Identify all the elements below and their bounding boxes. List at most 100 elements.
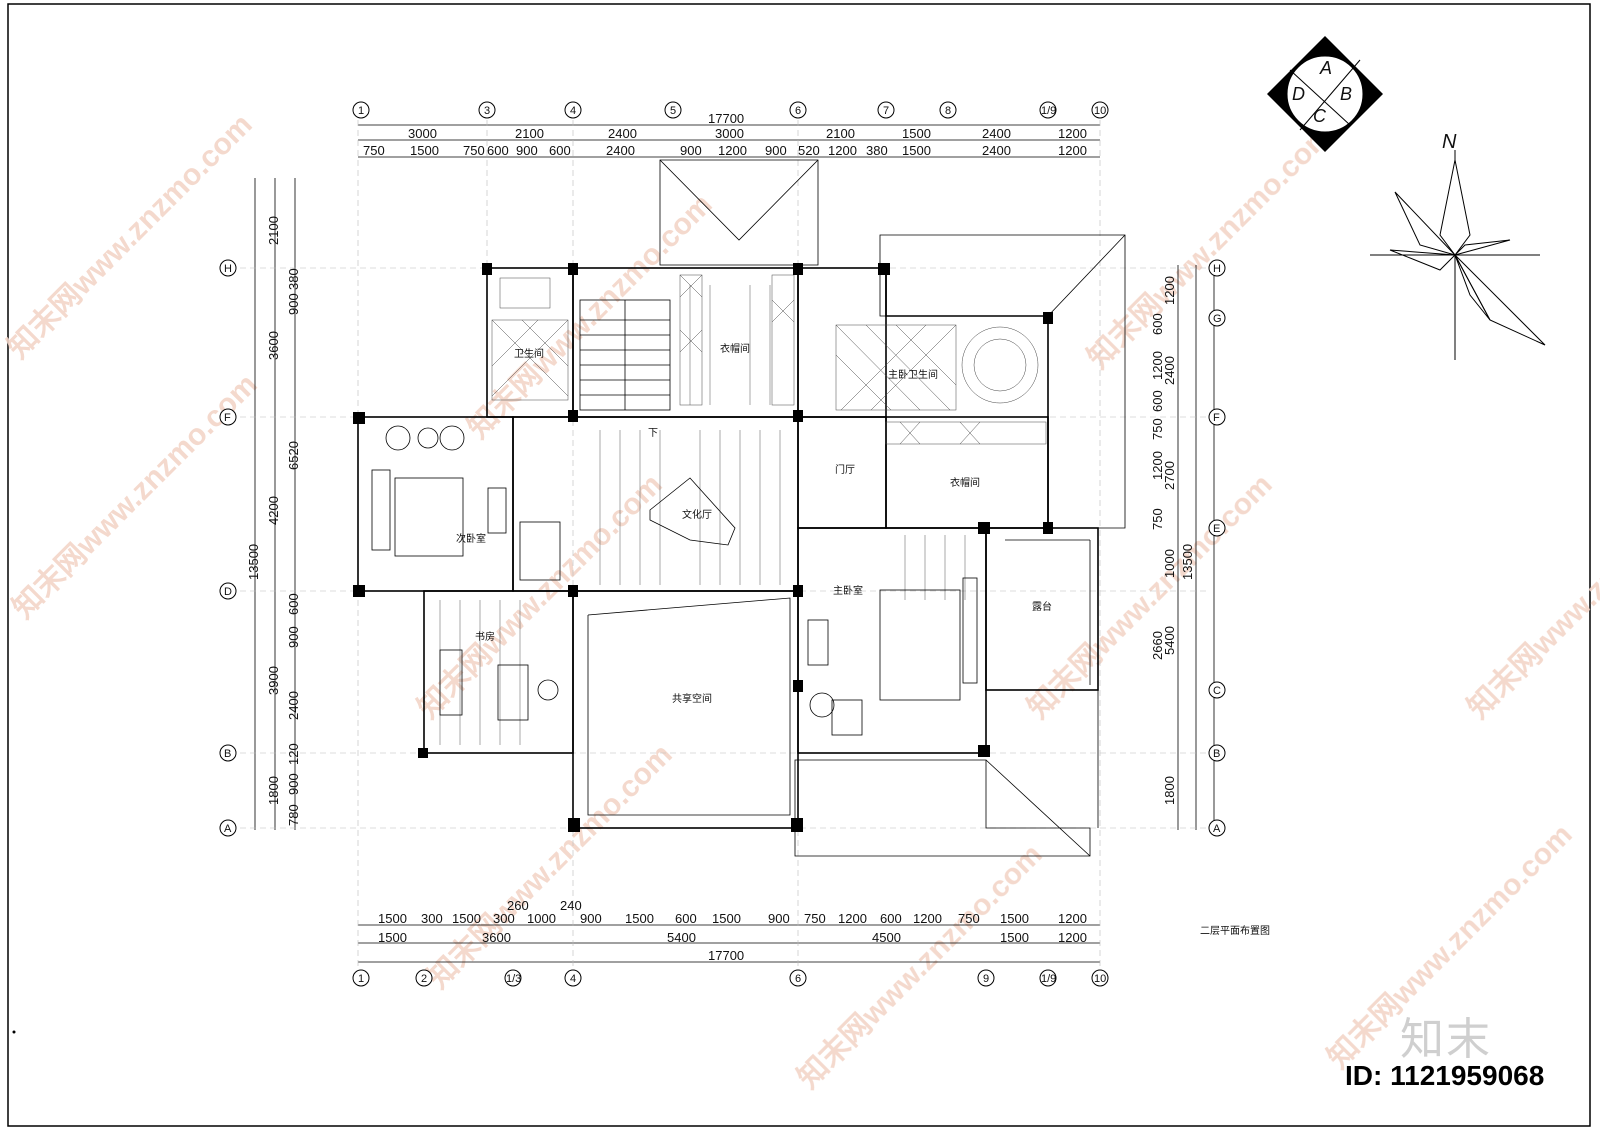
dimension-value: 600: [1150, 313, 1165, 335]
dimension-value: 1200: [1058, 911, 1087, 926]
dimension-value: 2660: [1150, 631, 1165, 660]
dimension-value: 3000: [408, 126, 437, 141]
dimension-value: 2400: [286, 691, 301, 720]
dimension-value: 2400: [982, 126, 1011, 141]
axis-label: 2: [421, 973, 427, 985]
dimension-value: 750: [463, 143, 485, 158]
left-dimensions: 13500 2100 3600 4200 3900 1800 900 380 6…: [246, 216, 301, 826]
top-dimensions: 17700 3000 2100 2400 3000 2100 1500 2400…: [363, 111, 1087, 158]
dimension-value: 3600: [482, 930, 511, 945]
watermark-text: 知末网www.znzmo.com: [422, 738, 679, 995]
watermark-text: 知末网www.znzmo.com: [1462, 468, 1600, 725]
dimension-value: 2400: [608, 126, 637, 141]
room-label-foyer: 门厅: [835, 463, 855, 476]
dimension-total: 13500: [246, 544, 261, 580]
dimension-value: 900: [765, 143, 787, 158]
terrace-outline: [1005, 539, 1091, 685]
dimension-value: 1500: [378, 930, 407, 945]
bottom-dimensions: 260 240 1500 300 1500 300 1000 900 1500 …: [378, 898, 1087, 963]
axis-label: 9: [983, 973, 989, 985]
dimension-value: 1200: [1162, 276, 1177, 305]
north-arrow-icon: N: [1370, 131, 1546, 360]
dimension-value: 1200: [1058, 930, 1087, 945]
orientation-letter-b: B: [1340, 84, 1352, 104]
axis-label: 6: [795, 105, 801, 117]
right-dimensions: 13500 1200 2400 2700 1000 5400 1800 600 …: [1150, 276, 1195, 805]
left-axis-labels: H F D B A: [224, 263, 232, 835]
bed-icon: [394, 477, 464, 557]
drawing-title: 二层平面布置图: [1200, 925, 1270, 937]
dimension-value: 750: [1150, 508, 1165, 530]
dimension-value: 600: [549, 143, 571, 158]
top-axis-labels: 1 3 4 5 6 7 8 1/9 10: [358, 105, 1106, 117]
room-label-shared-space: 共享空间: [672, 692, 712, 705]
sheet-border: [7, 3, 1591, 1127]
stray-mark: [12, 1030, 16, 1034]
axis-label: 4: [570, 973, 576, 985]
axis-label: 10: [1094, 973, 1106, 985]
shared-space-void: [587, 597, 791, 816]
axis-label: 3: [484, 105, 490, 117]
dimension-value: 900: [286, 773, 301, 795]
structural-columns: [353, 263, 1053, 832]
staircase: [579, 299, 671, 411]
dimension-value: 1500: [452, 911, 481, 926]
orientation-letter-c: C: [1313, 106, 1327, 126]
room-label-culture-hall: 文化厅: [682, 508, 712, 521]
axis-label: A: [1213, 823, 1221, 835]
axis-label: A: [224, 823, 232, 835]
dimension-value: 1500: [625, 911, 654, 926]
left-axis-markers: [219, 259, 237, 837]
dimension-value: 300: [493, 911, 515, 926]
dimension-value: 1500: [712, 911, 741, 926]
room-label-bathroom: 卫生间: [514, 347, 544, 360]
dimension-value: 600: [1150, 390, 1165, 412]
axis-label: 8: [945, 105, 951, 117]
axis-label: H: [1213, 263, 1221, 275]
axis-label: 10: [1094, 105, 1106, 117]
dimension-value: 2400: [982, 143, 1011, 158]
axis-label: 1/9: [1041, 105, 1056, 117]
dimension-value: 1500: [902, 126, 931, 141]
axis-label: H: [224, 263, 232, 275]
dimension-value: 300: [421, 911, 443, 926]
dimension-value: 900: [286, 626, 301, 648]
watermark-text: 知末网www.znzmo.com: [412, 468, 669, 725]
bathroom-tiles: [491, 277, 569, 401]
axis-label: 7: [883, 105, 889, 117]
drawing-id: ID: 1121959068: [1345, 1060, 1545, 1091]
dimension-value: 1200: [828, 143, 857, 158]
dimension-total: 17700: [708, 948, 744, 963]
dimension-value: 600: [487, 143, 509, 158]
room-label-second-bedroom: 次卧室: [456, 532, 486, 545]
dimension-value: 1200: [718, 143, 747, 158]
right-axis-markers: [1208, 259, 1226, 837]
dimension-value: 1200: [1058, 126, 1087, 141]
master-bed-icon: [879, 589, 961, 701]
axis-label: 1/9: [1041, 973, 1056, 985]
room-label-master-bedroom: 主卧室: [833, 584, 863, 597]
bottom-axis-markers: [352, 969, 1109, 987]
dimension-value: 1800: [1162, 776, 1177, 805]
dimension-value: 1800: [266, 776, 281, 805]
dimension-value: 900: [286, 293, 301, 315]
room-label-master-bath: 主卧卫生间: [888, 368, 938, 381]
dimension-value: 5400: [1162, 626, 1177, 655]
dimension-value: 3900: [266, 666, 281, 695]
dimension-value: 520: [798, 143, 820, 158]
dimension-value: 750: [958, 911, 980, 926]
axis-label: C: [1213, 685, 1221, 697]
axis-label: E: [1213, 523, 1220, 535]
dimension-value: 900: [680, 143, 702, 158]
dimension-value: 4500: [872, 930, 901, 945]
dimension-value: 1000: [1162, 549, 1177, 578]
watermark-text: 知末网www.znzmo.com: [792, 838, 1049, 1095]
watermark-layer: 知末网www.znzmo.com 知末网www.znzmo.com 知末网www…: [2, 108, 1600, 1095]
room-label-study: 书房: [475, 630, 495, 643]
axis-label: 1: [358, 973, 364, 985]
axis-label: 4: [570, 105, 576, 117]
axis-label: 1/3: [506, 973, 521, 985]
orientation-key: A B C D: [1267, 36, 1383, 152]
dimension-value: 3000: [715, 126, 744, 141]
watermark-text: 知末网www.znzmo.com: [1082, 118, 1339, 375]
